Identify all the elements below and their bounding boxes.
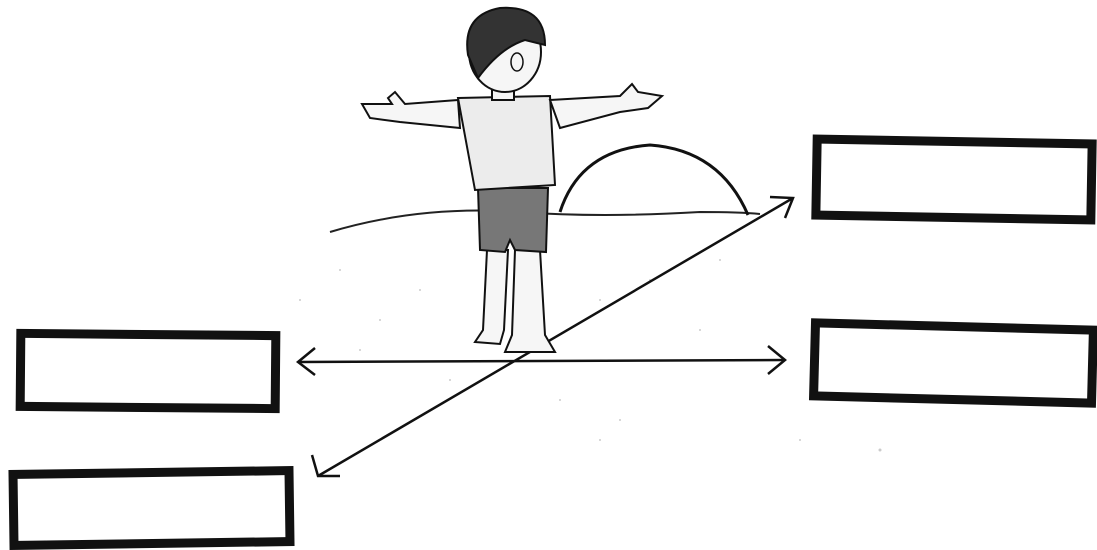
ground-texture (299, 259, 882, 452)
answer-box-top-right[interactable] (811, 135, 1096, 225)
answer-box-left[interactable] (16, 329, 281, 413)
front-back-arrow (312, 197, 793, 476)
arm-arc (560, 145, 748, 215)
answer-box-bottom-left[interactable] (8, 466, 294, 550)
answer-box-right[interactable] (809, 318, 1097, 407)
